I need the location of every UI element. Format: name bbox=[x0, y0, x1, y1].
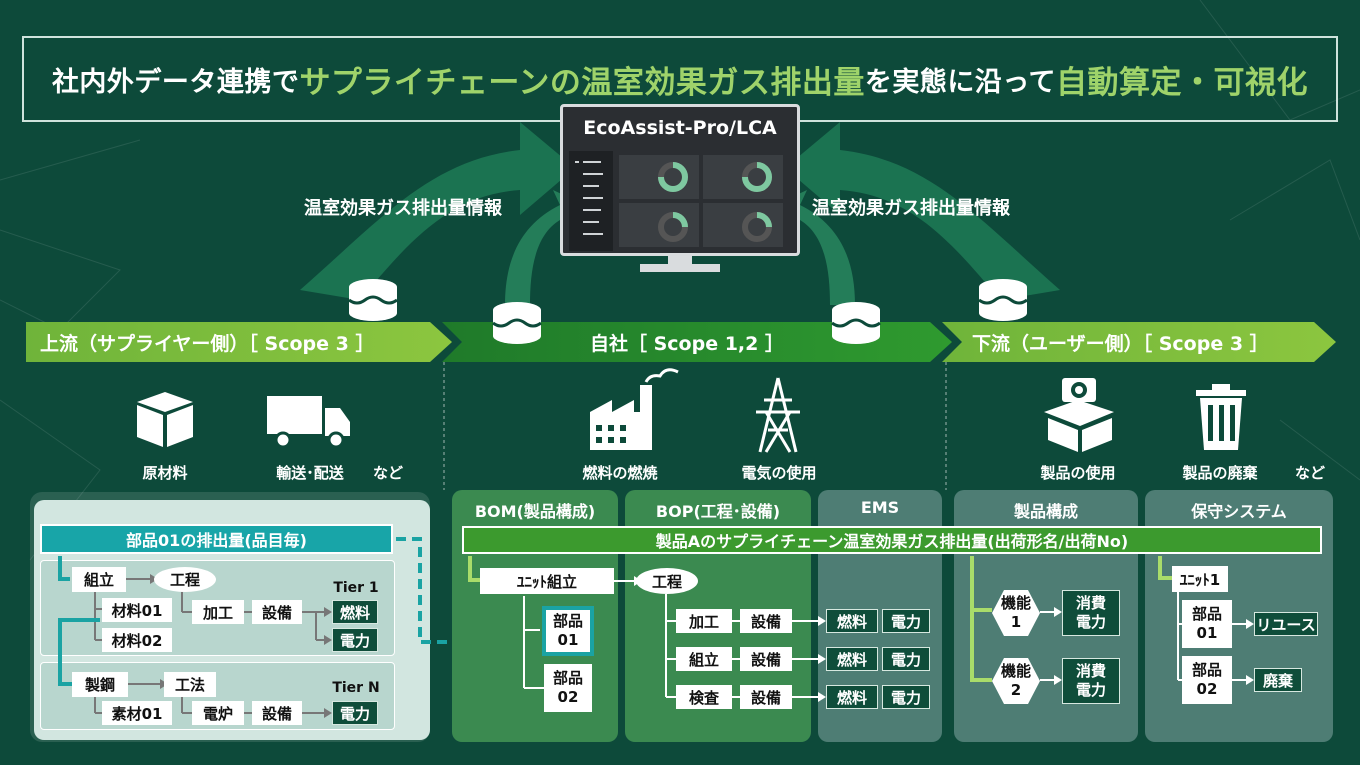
bop-step: 組立 bbox=[676, 647, 732, 671]
dispose-box: 廃棄 bbox=[1254, 668, 1302, 692]
label-raw-material: 原材料 bbox=[142, 464, 188, 482]
camera-box-icon bbox=[1044, 378, 1114, 452]
monitor-title: EcoAssist-Pro/LCA bbox=[583, 117, 777, 139]
material-02: 材料02 bbox=[102, 628, 172, 652]
function-1: 機能 1 bbox=[992, 590, 1040, 636]
box-icon bbox=[137, 392, 193, 447]
equipment: 設備 bbox=[252, 600, 302, 624]
truck-icon bbox=[267, 396, 350, 449]
label-etc: など bbox=[372, 464, 403, 482]
equipment: 設備 bbox=[252, 701, 302, 725]
label-fuel-combustion: 燃料の燃焼 bbox=[582, 464, 658, 482]
method-node: 工法 bbox=[164, 672, 216, 697]
power-box: 電力 bbox=[332, 701, 378, 725]
power-tower-icon bbox=[756, 377, 800, 453]
upstream-panel-header: 部品01の排出量(品目毎) bbox=[40, 524, 393, 554]
power-box: 電力 bbox=[332, 628, 378, 652]
label-product-disposal: 製品の廃棄 bbox=[1182, 464, 1258, 482]
flow-label-left: 温室効果ガス排出量情報 bbox=[304, 198, 502, 219]
ems-title: EMS bbox=[860, 498, 900, 517]
material-raw-01: 素材01 bbox=[102, 701, 172, 725]
band-own-label: 自社［ Scope 1,2 ］ bbox=[590, 332, 784, 355]
bop-step: 加工 bbox=[676, 609, 732, 633]
title-text: 社内外データ連携で bbox=[51, 66, 300, 98]
title-text: を実態に沿って bbox=[864, 66, 1057, 98]
factory-icon bbox=[590, 368, 679, 450]
ems-power: 電力 bbox=[882, 647, 930, 671]
reuse-box: リユース bbox=[1254, 612, 1318, 636]
tierN-label: Tier N bbox=[332, 680, 380, 696]
title-highlight: サプライチェーンの温室効果ガス排出量 bbox=[299, 64, 865, 101]
band-downstream-label: 下流（ユーザー側）［ Scope 3 ］ bbox=[972, 332, 1269, 355]
method-node: 工程 bbox=[154, 567, 216, 592]
band-upstream-label: 上流（サプライヤー側）［ Scope 3 ］ bbox=[40, 332, 375, 355]
monitor: EcoAssist-Pro/LCA bbox=[560, 104, 800, 256]
bop-equipment: 設備 bbox=[740, 685, 792, 709]
bop-process: 工程 bbox=[636, 568, 698, 594]
tier1-label: Tier 1 bbox=[333, 580, 379, 596]
process-assembly: 組立 bbox=[72, 567, 126, 592]
maintenance-unit: ﾕﾆｯﾄ1 bbox=[1172, 566, 1228, 592]
bop-step: 検査 bbox=[676, 685, 732, 709]
label-electricity-use: 電気の使用 bbox=[741, 464, 817, 482]
flow-label-right: 温室効果ガス排出量情報 bbox=[812, 198, 1010, 219]
function-2: 機能 2 bbox=[992, 658, 1040, 704]
main-banner: 製品Aのサプライチェーン温室効果ガス排出量(出荷形名/出荷No) bbox=[462, 526, 1322, 554]
power-consumption-1: 消費 電力 bbox=[1062, 590, 1120, 636]
band-own bbox=[442, 322, 952, 362]
monitor-base bbox=[640, 264, 720, 272]
ems-power: 電力 bbox=[882, 609, 930, 633]
process-steelmaking: 製鋼 bbox=[72, 672, 128, 697]
title-highlight: 自動算定・可視化 bbox=[1056, 64, 1309, 101]
power-consumption-2: 消費 電力 bbox=[1062, 658, 1120, 704]
unit-assembly: ﾕﾆｯﾄ組立 bbox=[480, 568, 614, 594]
bom-part-01: 部品 01 bbox=[542, 606, 594, 656]
page-title: 社内外データ連携でサプライチェーンの温室効果ガス排出量を実態に沿って自動算定・可… bbox=[22, 36, 1338, 122]
bom-title: BOM(製品構成) bbox=[474, 502, 596, 521]
label-transport: 輸送･配送 bbox=[276, 464, 344, 482]
bom-part-02: 部品 02 bbox=[544, 664, 592, 712]
ems-fuel: 燃料 bbox=[826, 647, 878, 671]
band-downstream bbox=[942, 322, 1336, 362]
database-icon bbox=[831, 302, 881, 344]
database-icon bbox=[492, 302, 542, 344]
bop-title: BOP(工程･設備) bbox=[655, 502, 781, 521]
right-curve-arrow bbox=[785, 122, 1060, 300]
ems-fuel: 燃料 bbox=[826, 685, 878, 709]
left-curve-arrow bbox=[300, 122, 575, 300]
step-processing: 加工 bbox=[192, 600, 244, 624]
fuel-box: 燃料 bbox=[332, 600, 378, 624]
label-product-use: 製品の使用 bbox=[1040, 464, 1116, 482]
ems-power: 電力 bbox=[882, 685, 930, 709]
bop-equipment: 設備 bbox=[740, 609, 792, 633]
monitor-neck bbox=[668, 256, 692, 266]
bop-equipment: 設備 bbox=[740, 647, 792, 671]
trash-icon bbox=[1196, 384, 1246, 450]
material-01: 材料01 bbox=[102, 598, 172, 622]
database-icon bbox=[978, 279, 1028, 321]
band-upstream bbox=[26, 322, 452, 362]
maintenance-part-01: 部品 01 bbox=[1182, 600, 1232, 648]
label-etc: など bbox=[1294, 464, 1325, 482]
maintenance-title: 保守システム bbox=[1191, 502, 1287, 521]
dashboard-screen bbox=[569, 151, 783, 251]
maintenance-part-02: 部品 02 bbox=[1182, 656, 1232, 704]
product-structure-title: 製品構成 bbox=[1013, 502, 1078, 521]
step-electric-furnace: 電炉 bbox=[192, 701, 244, 725]
database-icon bbox=[348, 279, 398, 321]
ems-fuel: 燃料 bbox=[826, 609, 878, 633]
